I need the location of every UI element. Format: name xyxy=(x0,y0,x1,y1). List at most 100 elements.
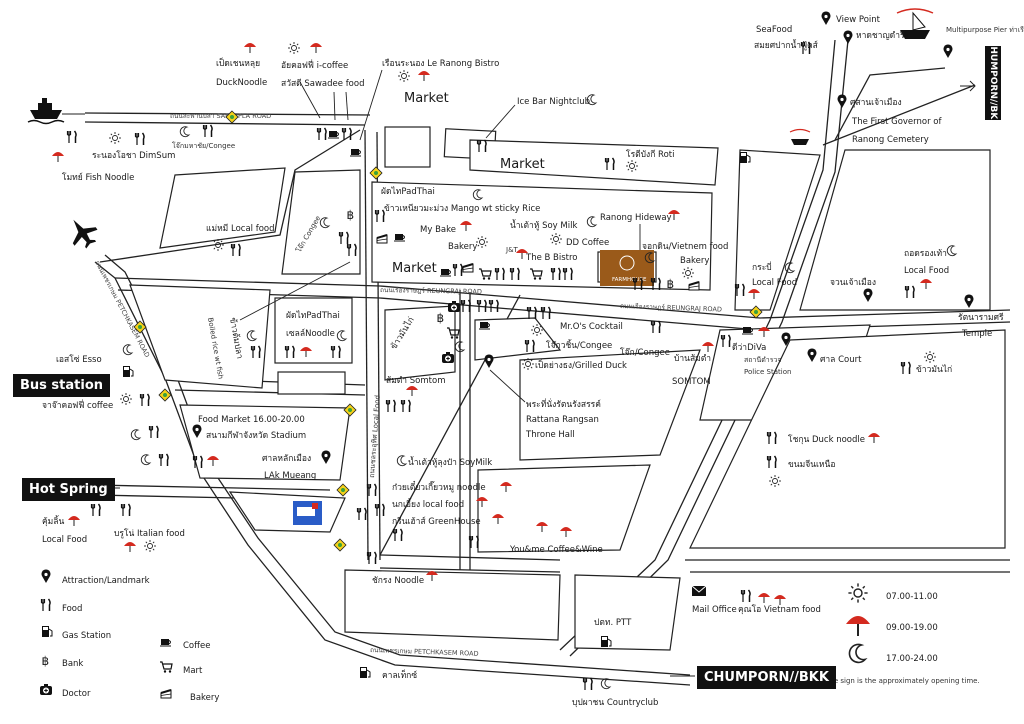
road-network xyxy=(84,39,1011,686)
farmhouse-logo: FARMHOUSE xyxy=(600,250,654,286)
bus-station-box[interactable]: Bus station xyxy=(13,374,111,397)
poi-somtam2[interactable]: ส้มตำ Somtom xyxy=(385,375,445,413)
poi-diva[interactable]: ดีว่าDiVa สถานีตำรวจ Police Station xyxy=(732,326,791,376)
poi-diva-label: ดีว่าDiVa xyxy=(732,342,766,353)
poi-jajae[interactable]: จาจ๊าคอฟฟี่ coffee xyxy=(42,392,150,411)
ship-icon xyxy=(27,98,65,125)
legend-time-day: 09.00-19.00 xyxy=(886,623,938,633)
area-label-somtom: SOMTOM xyxy=(672,377,711,387)
legend-mart: Mart xyxy=(183,666,203,676)
area-label-market-north: Market xyxy=(404,91,449,106)
poi-chotun[interactable]: โชกุน Duck noodle ขนมจีนเหนือ xyxy=(766,431,881,488)
legend-food: Food xyxy=(62,604,82,614)
poi-local-food-nw[interactable]: แม่หมี Local food xyxy=(206,223,275,257)
poi-lak-mueang-label: LAk Mueang xyxy=(264,471,316,481)
poi-vietnem-label: จอกดิน/Vietnem food xyxy=(642,242,728,252)
poi-mybake[interactable]: My Bake xyxy=(376,220,473,244)
road-label-reungraj-east: ถนนเรืองราษฎร์ REUNGRAJ ROAD xyxy=(620,302,722,314)
poi-temple[interactable]: รัตนารามศรี Temple xyxy=(958,294,1004,339)
poi-governor1-label: The First Governor of xyxy=(851,117,942,127)
poi-roti-label: โรตีบังกี Roti xyxy=(626,149,674,160)
poi-thon-krong-label: ถอดรองเท้า xyxy=(904,248,947,259)
poi-jok-congee4[interactable]: โจ๊ก/Congee บ้านส้มตำ xyxy=(620,320,731,364)
poi-court[interactable]: ศาล Court xyxy=(807,348,863,365)
poi-police-en-label: Police Station xyxy=(744,368,791,376)
poi-stadium-label: สนามกีฬาจังหวัด Stadium xyxy=(206,430,306,441)
chumporn-bkk-south-box[interactable]: CHUMPORN//BKK xyxy=(697,666,836,689)
poi-noodle2-label: เซลล์Noodle xyxy=(286,328,335,339)
poi-youme-label: You&me Coffee&Wine xyxy=(509,545,603,555)
poi-icebar[interactable]: Ice Bar Nightclub xyxy=(476,94,597,153)
poi-police-label: สถานีตำรวจ xyxy=(744,356,782,364)
poi-lak-mueang[interactable]: ศาลหลักเมือง LAk Mueang xyxy=(262,450,331,481)
poi-grabi-label: กระบี่ xyxy=(752,261,772,273)
poi-duck-noodle-en: DuckNoodle xyxy=(216,78,267,88)
poi-chakkrong[interactable]: ชักรง Noodle xyxy=(366,551,439,586)
legend-note: Time sign is the approximately opening t… xyxy=(820,677,980,685)
poi-dimsum[interactable]: โจ๊กมหาชัย/Congee ระนองโอชา DimSum xyxy=(66,124,236,161)
poi-duck-noodle-th: เป็ดเชนหลุย xyxy=(216,57,260,69)
poi-temple-label: Temple xyxy=(961,329,992,339)
poi-jok-congee4-label: โจ๊ก/Congee xyxy=(620,347,670,358)
poi-icoffee[interactable]: อัยคอฟฟี่ i-coffee สวัสดี Sawadee food xyxy=(281,41,364,121)
poi-fish-noodle[interactable]: โมทย์ Fish Noodle xyxy=(51,151,134,183)
poi-grabi[interactable]: กระบี่ Local Food xyxy=(734,261,798,300)
poi-esso[interactable]: เอสโซ่ Esso xyxy=(56,344,134,378)
legend-doctor: Doctor xyxy=(62,689,91,699)
poi-soymilk[interactable]: น้ำเต้าหู้ Soy Milk DD Coffee xyxy=(510,216,609,248)
poi-bakery-market[interactable]: Bakery J&T The B Bistro xyxy=(439,235,578,281)
poi-soymilk2[interactable]: น้ำเต้าหู้ลุงป๋า SoyMilk xyxy=(396,455,492,468)
poi-food-market[interactable]: Food Market 16.00-20.00 สนามกีฬาจังหวัด … xyxy=(192,415,307,441)
poi-pork-noodle[interactable]: ก๋วยเตี๋ยวเกี๊ยวหมู noodle นกเอี้ยง loca… xyxy=(356,480,513,542)
poi-ptt-label: ปตท. PTT xyxy=(594,618,632,628)
hospital-icon xyxy=(293,501,322,525)
poi-hideway[interactable]: Ranong Hideway จอกดิน/Vietnem food Baker… xyxy=(600,209,728,291)
poi-brunei-label: บรูโน่ Italian food xyxy=(114,528,185,539)
hot-spring-box[interactable]: Hot Spring xyxy=(22,478,115,501)
poi-seafood[interactable]: SeaFood สมยศปากน้ำฟู้ดส์ xyxy=(754,25,819,55)
poi-viewpoint[interactable]: View Point หาดชาญดำริ xyxy=(821,11,905,44)
poi-jajae-label: จาจ๊าคอฟฟี่ coffee xyxy=(42,399,113,411)
boat-small-icon xyxy=(789,128,811,145)
poi-khao-man-kai2[interactable]: ข้าวมันไก่ xyxy=(900,350,953,375)
legend-umbrella-icon xyxy=(845,615,871,637)
poi-padthai-market[interactable]: ผัดไทPadThai ข้าวเหนียวมะม่วง Mango wt s… xyxy=(374,186,541,223)
poi-youme[interactable]: You&me Coffee&Wine xyxy=(468,521,603,555)
road-label-sapanpla: ถนนสะพานปลา SAPANPLA ROAD xyxy=(170,112,271,120)
chumporn-bkk-north-box[interactable]: CHUMPORN//BKK xyxy=(985,40,1001,126)
arrow-top-right xyxy=(960,80,976,92)
poi-chakkrong-label: ชักรง Noodle xyxy=(372,576,424,586)
poi-duck-noodle[interactable]: เป็ดเชนหลุย DuckNoodle xyxy=(216,42,321,119)
poi-grilled-duck-label: เป็ดย่างธง/Grilled Duck xyxy=(535,359,627,371)
poi-jok-congee-label: โจ๊กมหาชัย/Congee xyxy=(172,141,235,150)
poi-sawadee-label: สวัสดี Sawadee food xyxy=(281,78,364,89)
poi-local-food-c-label: นกเอี้ยง local food xyxy=(392,498,464,510)
poi-vietnam[interactable]: คุณโอ Vietnam food xyxy=(738,589,821,615)
poi-roti[interactable]: โรตีบังกี Roti xyxy=(604,149,675,173)
poi-jon-mueang-label: จวนเจ้าเมือง xyxy=(830,277,876,288)
poi-pier[interactable]: Multipurpose Pier ท่าเรือ xyxy=(943,26,1024,58)
poi-khunlin-en-label: Local Food xyxy=(42,535,87,545)
poi-khunlin[interactable]: คุ้มลิ้น Local Food xyxy=(42,503,101,545)
poi-brunei[interactable]: บรูโน่ Italian food xyxy=(114,503,185,553)
poi-ptt[interactable]: ปตท. PTT xyxy=(594,618,632,648)
poi-chotun-label: โชกุน Duck noodle xyxy=(788,434,865,445)
poi-mango-label: ข้าวเหนียวมะม่วง Mango wt sticky Rice xyxy=(384,203,540,214)
poi-caltex[interactable]: คาลเท็กซ์ xyxy=(359,666,417,681)
poi-dimsum-label: ระนองโอชา DimSum xyxy=(92,150,175,161)
farmhouse-logo-text: FARMHOUSE xyxy=(612,277,647,283)
poi-countryclub[interactable]: บุปผาชน Countryclub xyxy=(572,677,658,708)
poi-somtam2-label: ส้มตำ Somtom xyxy=(386,375,445,386)
poi-mr-o[interactable]: Mr.O's Cocktail โจ๊กวชิ้น/Congee เป็ดย่า… xyxy=(521,306,627,371)
legend-time-morning: 07.00-11.00 xyxy=(886,592,938,602)
poi-mail[interactable]: Mail Office xyxy=(691,585,737,615)
legend-coffee: Coffee xyxy=(183,641,210,651)
poi-viewpoint-label: View Point xyxy=(836,15,881,25)
poi-governor[interactable]: ศูสานเจ้าเมือง The First Governor of Ran… xyxy=(837,94,943,145)
poi-jon-mueang[interactable]: จวนเจ้าเมือง xyxy=(830,277,876,302)
poi-thon-krong[interactable]: ถอดรองเท้า Local Food xyxy=(904,245,957,299)
poi-rattana[interactable]: พระที่นั่งรัตนรังสรรค์ Rattana Rangsan T… xyxy=(484,354,601,440)
poi-le-ranong[interactable]: เรือนระนอง Le Ranong Bistro xyxy=(359,58,499,141)
poi-padthai2[interactable]: ผัดไทPadThai เซลล์Noodle xyxy=(284,310,347,359)
